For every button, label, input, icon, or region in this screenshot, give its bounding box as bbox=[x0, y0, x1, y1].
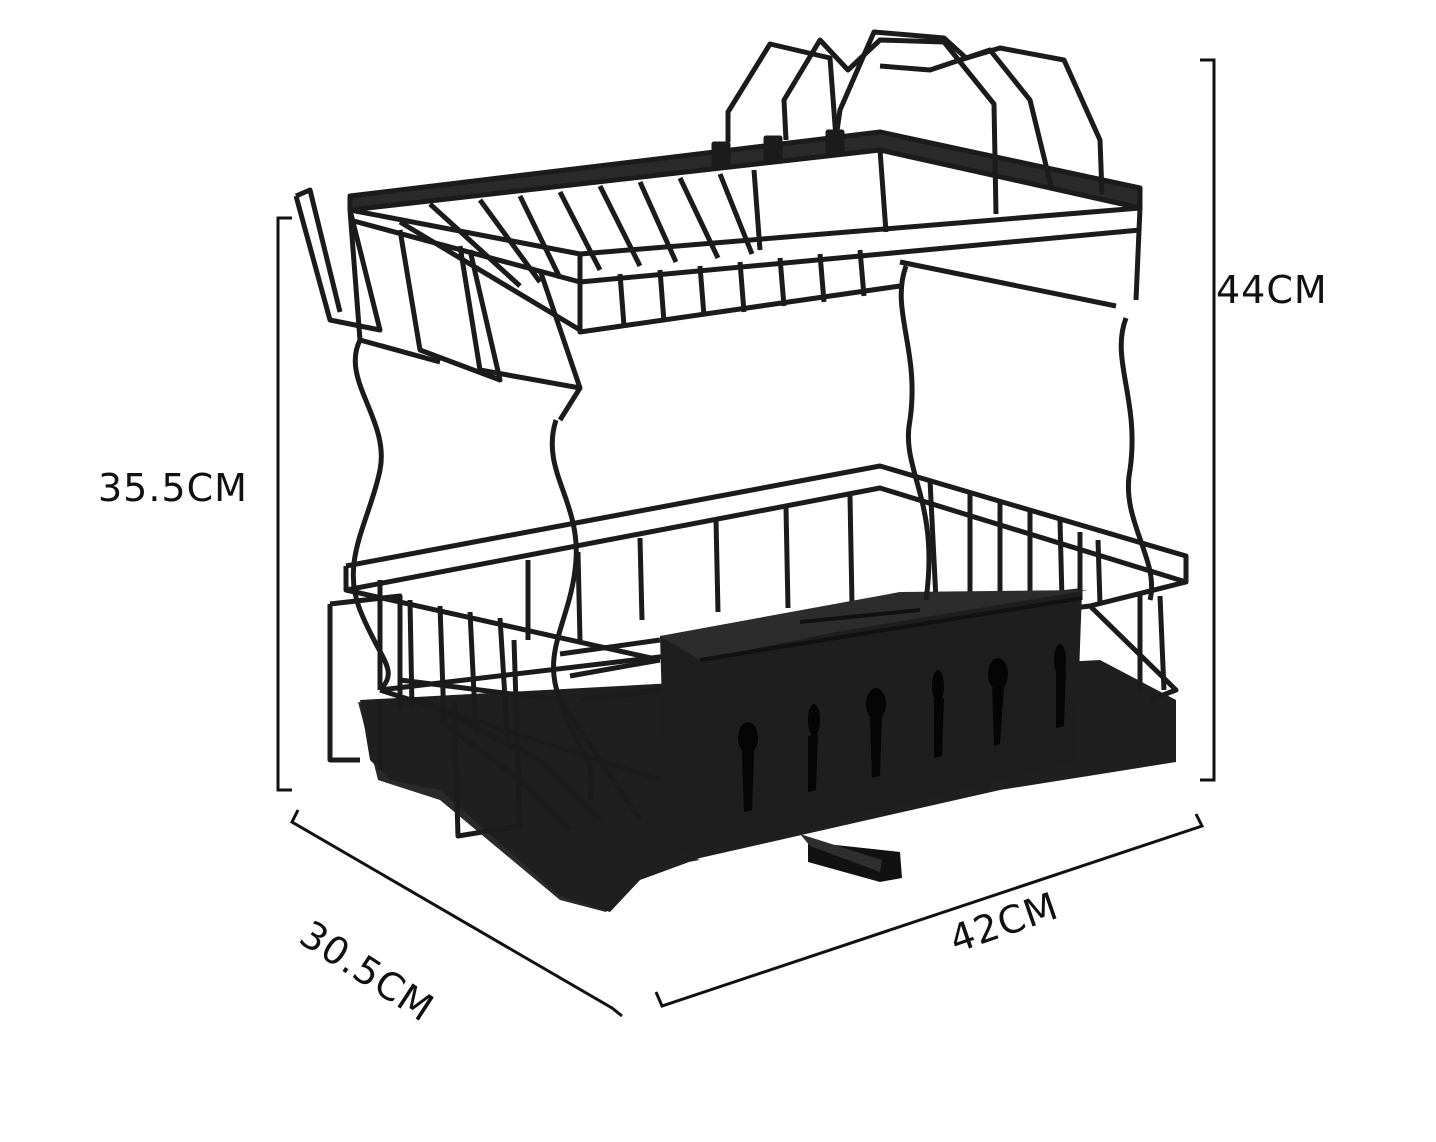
plate-holder bbox=[711, 29, 1105, 215]
height-lower-bracket bbox=[276, 216, 292, 792]
utensil-holder bbox=[660, 588, 1088, 856]
dimension-lines bbox=[276, 58, 1216, 1018]
height-lower-label: 35.5CM bbox=[98, 466, 248, 510]
width-bracket bbox=[654, 813, 1205, 1008]
utensil-slots bbox=[738, 644, 1066, 812]
depth-bracket bbox=[290, 809, 623, 1018]
height-total-label: 44CM bbox=[1216, 268, 1328, 312]
height-total-bracket bbox=[1200, 58, 1216, 782]
side-supports bbox=[350, 265, 1154, 801]
upper-basket bbox=[293, 129, 1143, 422]
